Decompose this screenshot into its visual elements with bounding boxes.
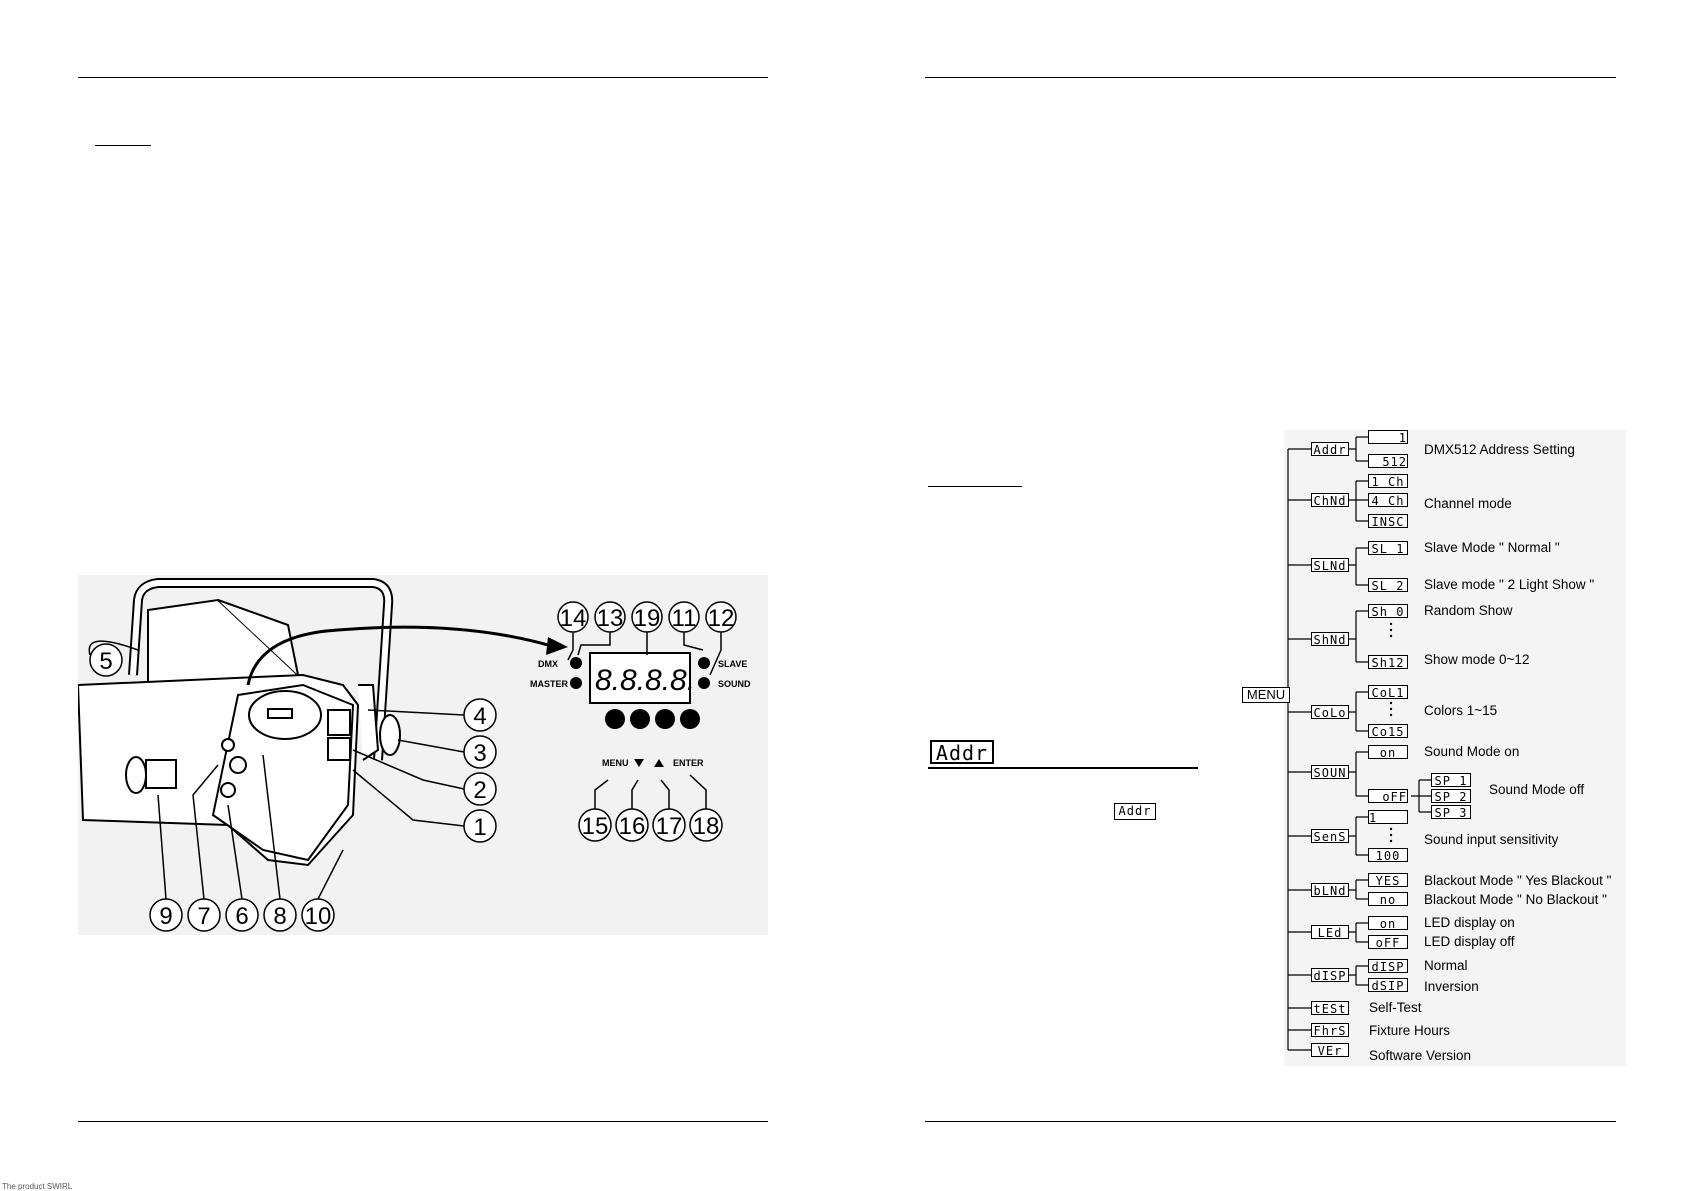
- sub-blnd-yes: YES: [1368, 873, 1408, 888]
- menu-code-fhrs: FhrS: [1311, 1023, 1349, 1038]
- menu-code-sens: SenS: [1311, 829, 1349, 844]
- sub-colo-co15: Co15: [1368, 724, 1408, 739]
- desc-soun-off: Sound Mode off: [1489, 782, 1585, 797]
- menu-code-disp: dISP: [1311, 968, 1349, 983]
- fixture-drawing: [76, 578, 401, 867]
- menu-code-ver: VEr: [1311, 1043, 1349, 1058]
- callout-1: 1: [473, 814, 486, 841]
- desc-soun-on: Sound Mode on: [1424, 744, 1520, 759]
- callout-5: 5: [99, 648, 112, 675]
- desc-slnd-normal: Slave Mode " Normal ": [1424, 540, 1560, 555]
- left-heading-underline: [95, 145, 151, 146]
- sub-sens-1: 1: [1368, 810, 1408, 825]
- desc-chnd: Channel mode: [1424, 496, 1512, 511]
- section-display-addr: Addr: [930, 740, 994, 764]
- callout-3: 3: [473, 740, 486, 767]
- callout-6: 6: [235, 903, 248, 930]
- sub-slnd-sl1: SL 1: [1368, 541, 1408, 556]
- sub-addr-512: 512: [1368, 454, 1408, 469]
- menu-code-chnd: ChNd: [1311, 493, 1349, 508]
- sub-shnd-sh12: Sh12: [1368, 655, 1408, 670]
- callout-14: 14: [560, 605, 587, 632]
- right-heading-underline: [928, 486, 1022, 487]
- menu-code-colo: CoLo: [1311, 705, 1349, 720]
- left-bottom-rule: [78, 1121, 768, 1122]
- desc-led-off: LED display off: [1424, 934, 1515, 949]
- callout-11: 11: [672, 605, 697, 632]
- sub-slnd-sl2: SL 2: [1368, 578, 1408, 593]
- callout-18: 18: [693, 813, 720, 840]
- sub-sens-100: 100: [1368, 848, 1408, 863]
- footer-scan-text: The product SWIRL: [2, 1182, 73, 1191]
- dmx-label: DMX: [538, 659, 558, 669]
- callout-13: 13: [597, 605, 624, 632]
- left-top-rule: [78, 77, 768, 78]
- desc-slnd-2light: Slave mode " 2 Light Show ": [1424, 577, 1595, 592]
- menu-root-box: MENU: [1242, 687, 1290, 703]
- desc-test: Self-Test: [1369, 1000, 1422, 1015]
- callout-4: 4: [473, 703, 486, 730]
- menu-code-led: LEd: [1311, 925, 1349, 940]
- sub-addr-1: 1: [1368, 430, 1408, 445]
- sub-chnd-1ch: 1 Ch: [1368, 474, 1408, 489]
- sub-chnd-insc: INSC: [1368, 514, 1408, 529]
- desc-disp-normal: Normal: [1424, 958, 1468, 973]
- right-top-rule: [925, 77, 1616, 78]
- callout-19: 19: [634, 605, 661, 632]
- inline-display-addr: Addr: [1114, 803, 1156, 820]
- desc-disp-inversion: Inversion: [1424, 979, 1479, 994]
- callout-10: 10: [305, 903, 332, 930]
- sub-soun-sp3: SP 3: [1431, 805, 1471, 820]
- menu-code-shnd: ShNd: [1311, 632, 1349, 647]
- desc-shnd-random: Random Show: [1424, 603, 1513, 618]
- menu-tree: [1236, 430, 1626, 1066]
- panel-display: 8.8.8.8.: [595, 664, 695, 697]
- menu-code-addr: Addr: [1311, 442, 1349, 457]
- sub-disp-inverted: dSIP: [1368, 978, 1408, 993]
- sub-blnd-no: no: [1368, 892, 1408, 907]
- callout-17: 17: [656, 813, 683, 840]
- desc-blnd-no: Blackout Mode " No Blackout ": [1424, 892, 1607, 907]
- section-underline: [928, 767, 1198, 769]
- callout-15: 15: [582, 813, 609, 840]
- desc-colo: Colors 1~15: [1424, 703, 1498, 718]
- master-label: MASTER: [530, 679, 569, 689]
- sub-soun-sp2: SP 2: [1431, 789, 1471, 804]
- desc-fhrs: Fixture Hours: [1369, 1023, 1451, 1038]
- desc-blnd-yes: Blackout Mode " Yes Blackout ": [1424, 873, 1612, 888]
- desc-ver: Software Version: [1369, 1048, 1472, 1063]
- menu-button-label: MENU: [602, 758, 629, 768]
- sub-disp-normal: dISP: [1368, 959, 1408, 974]
- desc-shnd-modes: Show mode 0~12: [1424, 652, 1530, 667]
- callout-9: 9: [159, 903, 172, 930]
- menu-code-blnd: bLNd: [1311, 883, 1349, 898]
- desc-addr: DMX512 Address Setting: [1424, 442, 1575, 457]
- menu-code-soun: SOUN: [1311, 765, 1349, 780]
- menu-code-test: tESt: [1311, 1001, 1349, 1016]
- sub-soun-on: on: [1368, 745, 1408, 760]
- callout-2: 2: [473, 777, 486, 804]
- sound-label: SOUND: [718, 679, 751, 689]
- control-panel: [589, 652, 691, 704]
- desc-led-on: LED display on: [1424, 915, 1515, 930]
- callout-7: 7: [197, 903, 210, 930]
- sub-colo-col1: CoL1: [1368, 685, 1408, 700]
- right-bottom-rule: [925, 1121, 1616, 1122]
- callout-8: 8: [273, 903, 286, 930]
- sub-led-on: on: [1368, 916, 1408, 931]
- sub-soun-off: oFF: [1368, 789, 1408, 804]
- device-diagram: 8.8.8.8. DMX MASTER SLAVE SOUND MENU ENT…: [76, 575, 768, 935]
- menu-code-slnd: SLNd: [1311, 558, 1349, 573]
- sub-soun-sp1: SP 1: [1431, 773, 1471, 788]
- sub-shnd-sh0: Sh 0: [1368, 604, 1408, 619]
- sub-led-off: oFF: [1368, 935, 1408, 950]
- slave-label: SLAVE: [718, 659, 747, 669]
- sub-chnd-4ch: 4 Ch: [1368, 493, 1408, 508]
- enter-button-label: ENTER: [673, 758, 704, 768]
- desc-sens: Sound input sensitivity: [1424, 832, 1559, 847]
- callout-12: 12: [708, 605, 735, 632]
- callout-16: 16: [619, 813, 646, 840]
